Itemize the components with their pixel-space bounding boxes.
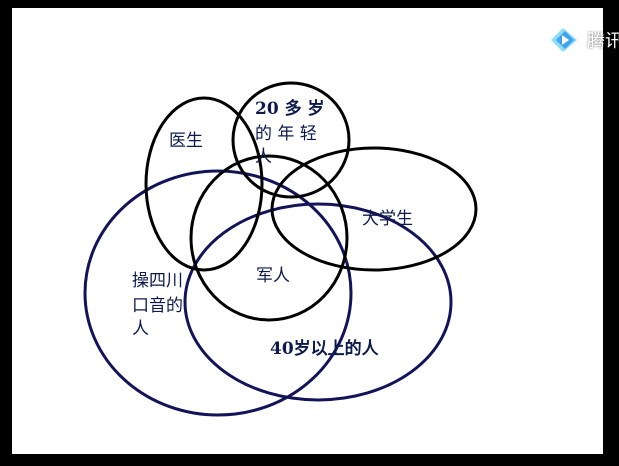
ellipse-young [231, 81, 351, 199]
ellipse-student [270, 146, 478, 272]
ellipse-doctor [144, 96, 264, 272]
label-sichuan-line1: 操四川 [132, 271, 183, 291]
label-sichuan-line3: 人 [132, 319, 149, 339]
watermark-label: 腾讯 [587, 31, 619, 52]
label-young-line1: 20 多 岁 [255, 98, 325, 119]
label-young-line3: 人 [255, 147, 272, 167]
ellipse-soldier [189, 154, 349, 322]
tencent-video-play-icon [551, 28, 577, 52]
label-soldier: 军人 [256, 266, 290, 286]
ellipse-sichuan-accent [83, 169, 353, 417]
label-over40: 40岁以上的人 [270, 338, 380, 359]
watermark: 腾讯 [547, 24, 619, 56]
label-doctor: 医生 [169, 131, 203, 151]
ellipse-over40 [183, 202, 453, 402]
label-student: 大学生 [362, 209, 413, 229]
label-sichuan-line2: 口音的 [132, 296, 183, 316]
label-young-line2: 的 年 轻 [255, 124, 317, 144]
slide-canvas [12, 8, 603, 454]
